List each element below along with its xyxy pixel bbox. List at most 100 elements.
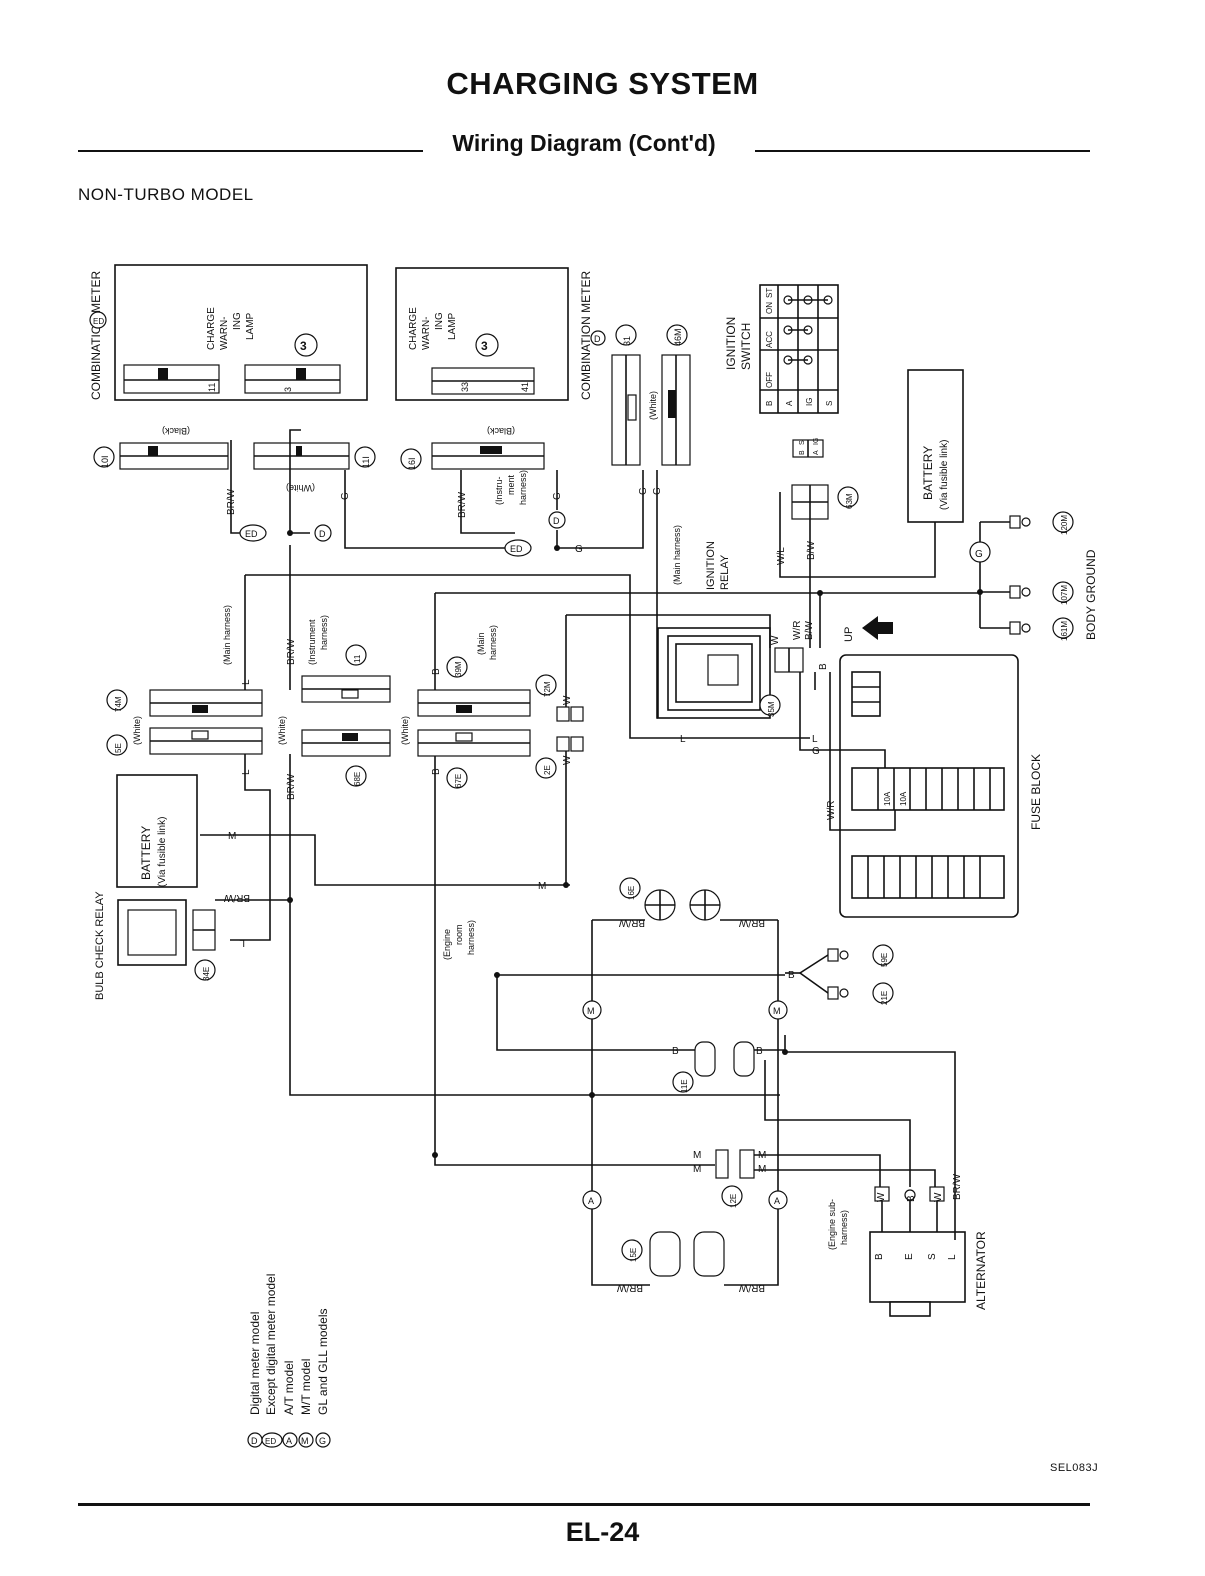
rule-right <box>755 150 1090 152</box>
svg-text:ING: ING <box>232 312 243 330</box>
alternator: B E S L ALTERNATOR (Engine sub- harness) <box>827 1186 988 1317</box>
connector-39m: 39M (White) (Main harness) <box>400 625 531 745</box>
svg-text:(Black): (Black) <box>487 426 515 436</box>
svg-text:68E: 68E <box>353 772 362 786</box>
svg-text:BR/W: BR/W <box>286 638 297 665</box>
svg-text:D: D <box>319 529 326 539</box>
svg-text:harness): harness) <box>466 920 476 955</box>
svg-text:W: W <box>876 1192 887 1202</box>
svg-text:S: S <box>825 401 834 406</box>
svg-text:A: A <box>785 400 794 406</box>
svg-text:L: L <box>241 769 252 775</box>
connector-74m: 74M (White) <box>106 689 263 745</box>
svg-text:S: S <box>799 440 806 445</box>
svg-text:harness): harness) <box>518 470 528 505</box>
svg-text:74M: 74M <box>114 696 123 712</box>
svg-text:120M: 120M <box>1060 515 1069 535</box>
ignition-switch: IGNITION SWITCH OFF ACC ON ST B A IG S B… <box>724 284 839 458</box>
svg-text:LAMP: LAMP <box>245 312 256 340</box>
svg-text:FUSE BLOCK: FUSE BLOCK <box>1029 754 1043 830</box>
svg-text:BULB CHECK RELAY: BULB CHECK RELAY <box>94 891 106 1000</box>
svg-text:5E: 5E <box>114 743 123 753</box>
svg-text:W: W <box>562 755 573 765</box>
svg-text:BR/W: BR/W <box>952 1173 963 1200</box>
connector-5e: 5E <box>106 727 263 756</box>
subtitle-row: Wiring Diagram (Cont'd) <box>78 130 1090 164</box>
legend: D ED A M G Digital meter model Except di… <box>247 1274 331 1448</box>
svg-text:LAMP: LAMP <box>447 312 458 340</box>
svg-text:72M: 72M <box>543 681 552 697</box>
svg-text:OFF: OFF <box>765 372 774 388</box>
svg-text:BR/W: BR/W <box>738 917 765 928</box>
combination-meter-ed: COMBINATION METER ED 3 CHARGE WARN- ING … <box>89 264 368 401</box>
wire-labels: BR/W G BR/W G G G G (Instru- ment harnes… <box>222 470 963 1293</box>
fuse-block: 10A 10A FUSE BLOCK <box>839 654 1043 918</box>
svg-text:3: 3 <box>283 387 293 392</box>
svg-text:M: M <box>758 1164 766 1175</box>
svg-text:A: A <box>286 1436 292 1446</box>
svg-text:M: M <box>693 1150 701 1161</box>
svg-text:(Engine: (Engine <box>442 929 452 960</box>
ignition-relay: IGNITION RELAY 35M <box>657 541 804 719</box>
model-label: NON-TURBO MODEL <box>78 185 254 204</box>
svg-text:GL and GLL models: GL and GLL models <box>316 1308 330 1415</box>
combination-meter-d: COMBINATION METER D 3 CHARGE WARN- ING L… <box>395 267 606 401</box>
svg-text:B: B <box>799 450 806 455</box>
svg-text:S: S <box>927 1253 938 1260</box>
svg-text:BR/W: BR/W <box>223 892 250 903</box>
svg-text:(White): (White) <box>400 716 410 745</box>
svg-text:B/W: B/W <box>804 621 815 640</box>
svg-text:D: D <box>594 334 601 344</box>
connector-63m: 63M <box>791 484 859 520</box>
svg-text:BR/W: BR/W <box>286 773 297 800</box>
svg-text:B: B <box>874 1253 885 1260</box>
svg-text:WARN-: WARN- <box>219 316 230 350</box>
svg-text:ED: ED <box>245 529 258 539</box>
svg-text:W/L: W/L <box>776 547 787 565</box>
svg-text:W: W <box>562 695 573 705</box>
charge-lamp-right: 3 CHARGE WARN- ING LAMP <box>408 307 499 357</box>
connector-31: 31 <box>611 324 641 466</box>
svg-text:11E: 11E <box>680 1079 689 1093</box>
subtitle: Wiring Diagram (Cont'd) <box>452 130 716 156</box>
svg-text:(White): (White) <box>277 716 287 745</box>
svg-text:(Black): (Black) <box>162 426 190 436</box>
svg-text:ING: ING <box>434 312 445 330</box>
connector-46m: 46M (White) <box>648 324 691 466</box>
svg-text:BODY GROUND: BODY GROUND <box>1084 549 1098 640</box>
svg-text:(Main harness): (Main harness) <box>222 605 232 665</box>
svg-text:(White): (White) <box>648 391 658 420</box>
svg-text:A: A <box>813 450 820 455</box>
svg-text:CHARGE: CHARGE <box>408 307 419 350</box>
svg-text:L: L <box>239 937 245 948</box>
svg-text:D: D <box>251 1436 258 1446</box>
battery-right: BATTERY (Via fusible link) <box>907 369 964 523</box>
connector-11e: 11E <box>672 1041 755 1093</box>
combination-meter-ed-label: COMBINATION METER <box>89 271 103 400</box>
svg-text:L: L <box>680 734 686 745</box>
wires <box>200 429 980 1286</box>
rule-left <box>78 150 423 152</box>
svg-text:harness): harness) <box>839 1210 849 1245</box>
svg-text:12E: 12E <box>729 1194 738 1208</box>
svg-text:RELAY: RELAY <box>719 554 731 590</box>
svg-text:ment: ment <box>506 474 516 495</box>
svg-text:2E: 2E <box>543 765 552 775</box>
svg-text:39M: 39M <box>454 661 463 677</box>
svg-text:WARN-: WARN- <box>421 316 432 350</box>
svg-text:3: 3 <box>300 339 307 353</box>
svg-text:ALTERNATOR: ALTERNATOR <box>974 1231 988 1310</box>
svg-text:(Via fusible link): (Via fusible link) <box>157 817 168 887</box>
bulb-check-relay: BULB CHECK RELAY 34E <box>94 891 216 1000</box>
svg-text:16E: 16E <box>627 886 636 900</box>
connector-72m: 72M <box>535 674 584 722</box>
page-number: EL-24 <box>565 1517 640 1547</box>
svg-text:ED: ED <box>265 1437 276 1446</box>
svg-text:IGNITION: IGNITION <box>705 541 717 590</box>
svg-text:(Instru-: (Instru- <box>494 476 504 505</box>
svg-text:Digital meter model: Digital meter model <box>248 1312 262 1415</box>
svg-text:BATTERY: BATTERY <box>921 446 935 500</box>
svg-text:A: A <box>588 1196 594 1206</box>
svg-text:11: 11 <box>353 654 362 663</box>
svg-text:M: M <box>693 1164 701 1175</box>
